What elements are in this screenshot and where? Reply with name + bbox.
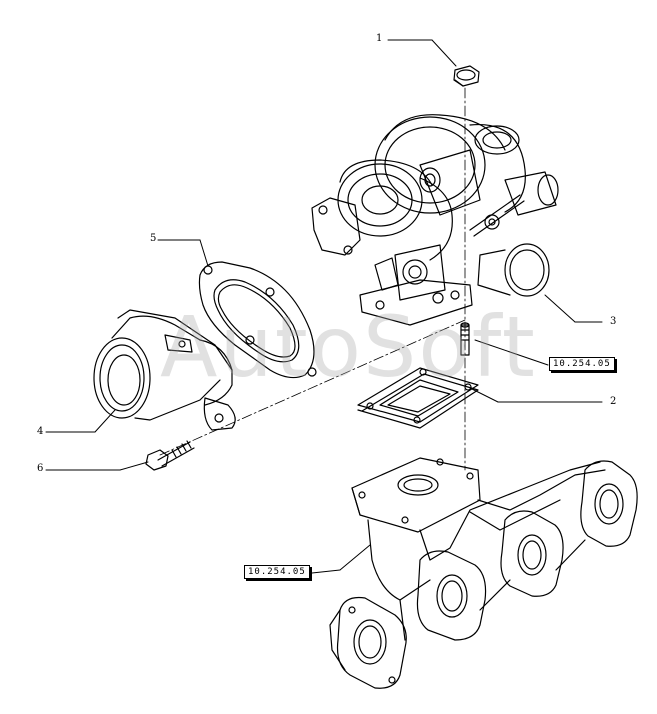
stud [460,322,470,356]
reference-box-right[interactable]: 10.254.05 [549,357,615,371]
nut-part-1 [453,65,480,87]
elbow-part-4 [93,309,236,431]
exhaust-manifold [329,457,638,689]
turbocharger-part-3 [311,114,559,326]
leader-lines [45,39,603,574]
callout-6: 6 [37,463,44,474]
gasket-part-2 [357,367,479,429]
callout-1: 1 [376,33,383,44]
callout-3: 3 [610,316,617,327]
callout-5: 5 [150,233,157,244]
callout-2: 2 [610,396,617,407]
bolt-part-6 [145,440,195,471]
axis-line-diagonal [159,319,466,456]
reference-box-left[interactable]: 10.254.05 [244,565,310,579]
gasket-part-5 [198,261,317,379]
callout-4: 4 [37,426,44,437]
